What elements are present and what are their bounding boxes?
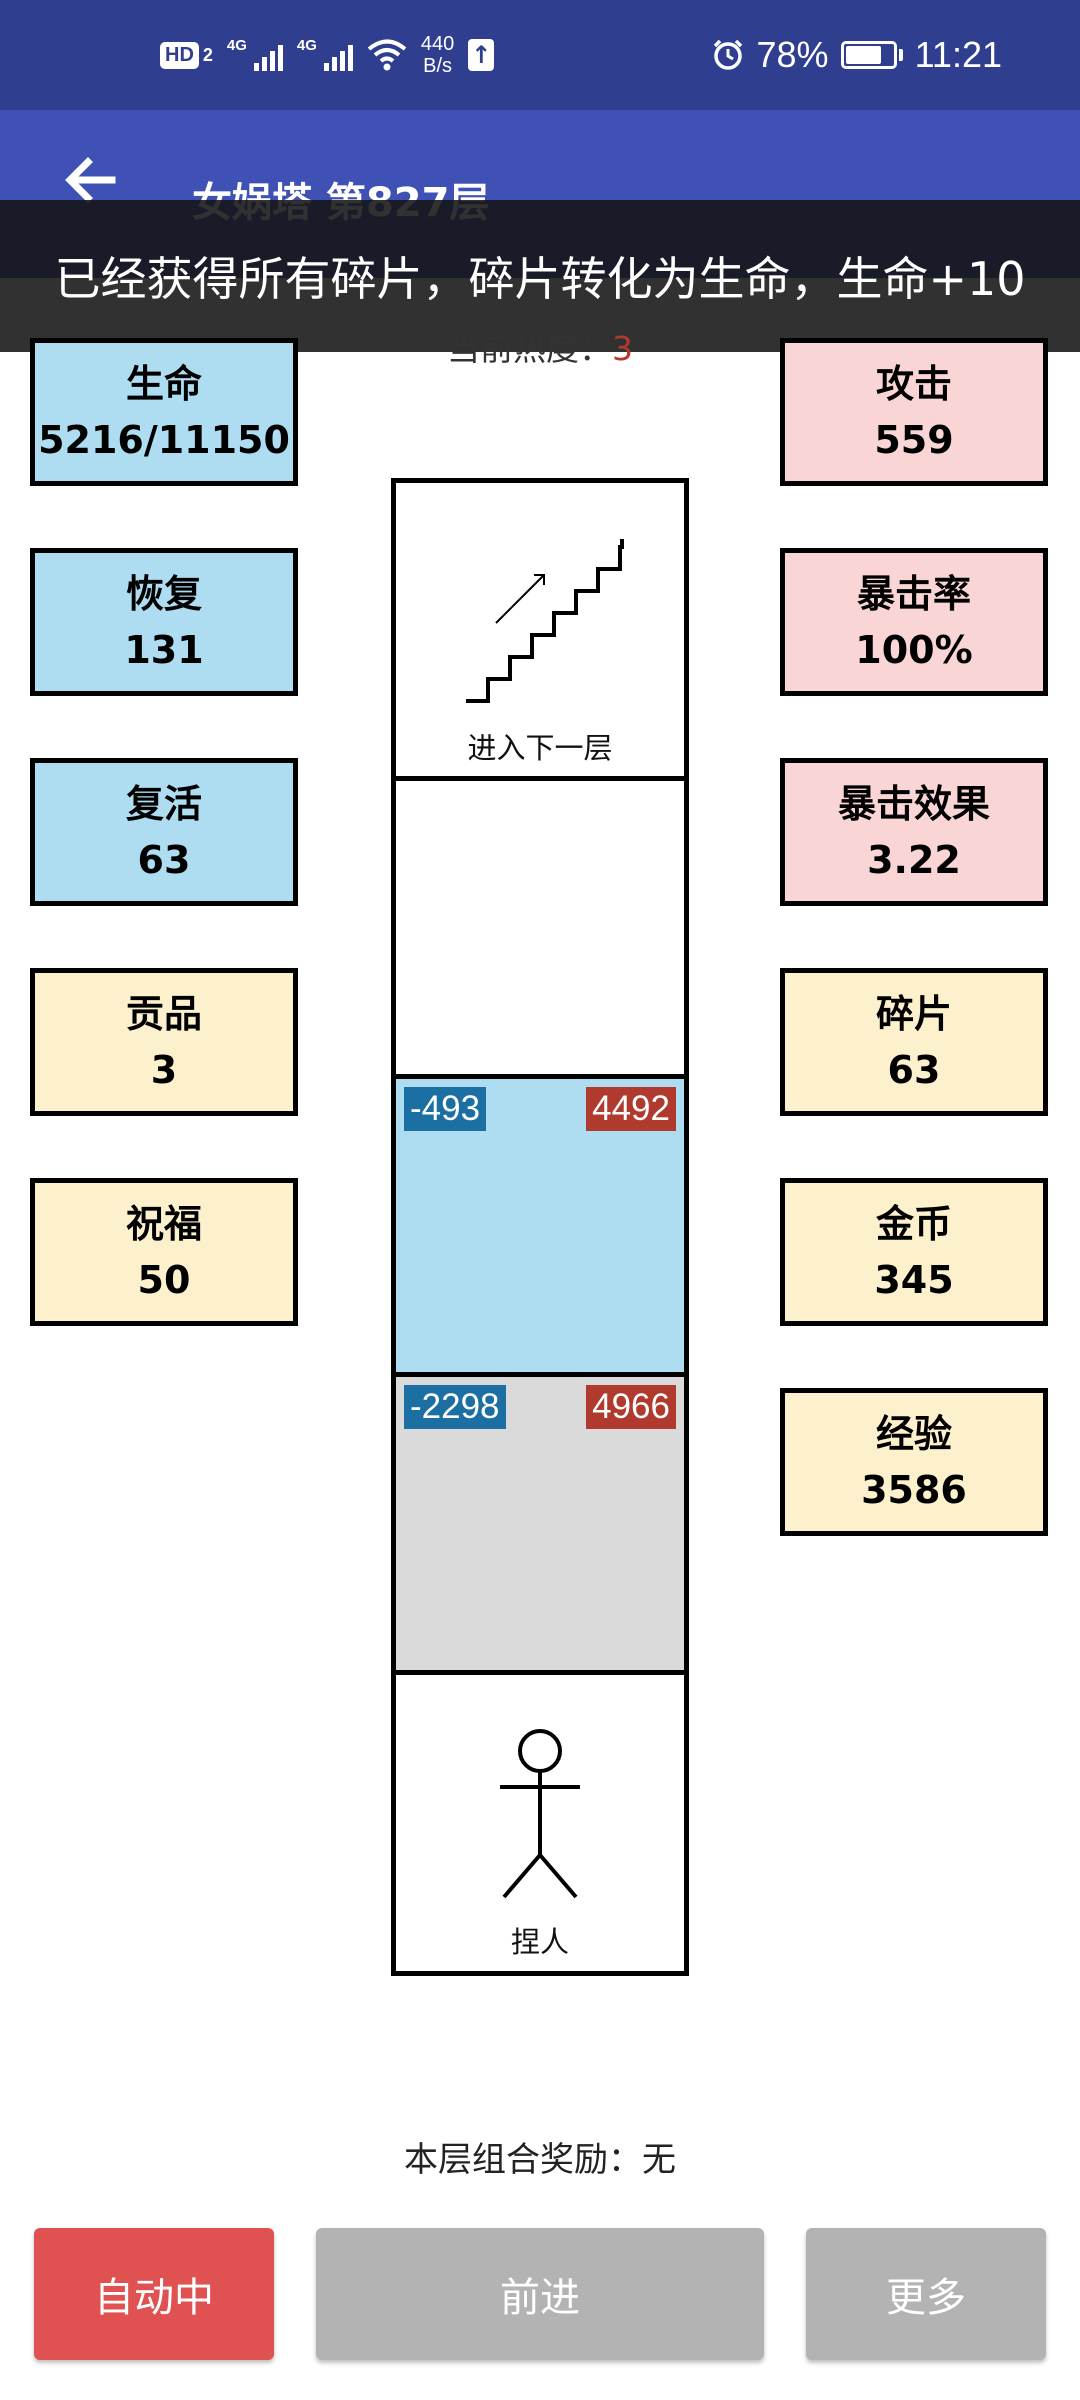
stat-label: 金币: [875, 1202, 952, 1246]
signal-icon: 4G: [227, 37, 283, 73]
stat-value: 100%: [855, 628, 973, 672]
stat-value: 345: [874, 1258, 954, 1302]
hd-icon: HD 2: [160, 41, 213, 69]
status-right-icons: 78% 11:21: [711, 30, 1002, 80]
battery-icon: [840, 41, 903, 69]
stat-crit-rate: 暴击率 100%: [780, 548, 1048, 696]
stat-label: 暴击效果: [837, 782, 990, 826]
stat-gold: 金币 345: [780, 1178, 1048, 1326]
stat-value: 131: [124, 628, 204, 672]
network-type-2: 4G: [296, 37, 317, 54]
stat-tribute: 贡品 3: [30, 968, 298, 1116]
stat-revive: 复活 63: [30, 758, 298, 906]
stat-value: 3: [150, 1048, 178, 1092]
stat-experience: 经验 3586: [780, 1388, 1048, 1536]
stat-label: 碎片: [875, 992, 952, 1036]
stat-fragments: 碎片 63: [780, 968, 1048, 1116]
stat-value: 5216/11150: [38, 418, 290, 462]
stat-label: 恢复: [125, 572, 202, 616]
signal-icon-2: 4G: [297, 37, 353, 73]
clock: 11:21: [914, 34, 1002, 75]
stat-attack: 攻击 559: [780, 338, 1048, 486]
stat-label: 攻击: [875, 362, 952, 406]
arrow-left-icon[interactable]: [60, 150, 120, 210]
stick-figure-icon: [500, 1729, 580, 1899]
enemy-health-tag: 4966: [586, 1385, 676, 1429]
tower-cell-enemy[interactable]: -2298 4966: [396, 1377, 684, 1675]
network-speed: 440 B/s: [421, 33, 454, 77]
player-label: 捏人: [510, 1925, 569, 1959]
stat-label: 贡品: [125, 992, 202, 1036]
wifi-icon: [367, 39, 407, 71]
stat-value: 3.22: [867, 838, 961, 882]
stat-value: 63: [887, 1048, 941, 1092]
status-bar: HD 2 4G 4G 440 B/s ↑ 78%: [0, 0, 1080, 110]
stat-value: 559: [874, 418, 954, 462]
more-button[interactable]: 更多: [806, 2228, 1046, 2360]
heat-label: 当前热度：: [447, 329, 612, 368]
heat-value: 3: [612, 329, 633, 368]
stat-value: 3586: [861, 1468, 967, 1512]
stat-label: 复活: [125, 782, 202, 826]
battery-percent: 78%: [756, 34, 829, 75]
stat-label: 生命: [125, 362, 202, 406]
stat-value: 50: [137, 1258, 191, 1302]
tower-cell-enemy[interactable]: -493 4492: [396, 1079, 684, 1377]
stat-life: 生命 5216/11150: [30, 338, 298, 486]
heat-indicator: 当前热度：3: [0, 322, 1080, 370]
stat-label: 暴击率: [856, 572, 971, 616]
combo-reward-text: 本层组合奖励：无: [404, 2140, 676, 2180]
stat-label: 经验: [875, 1412, 952, 1456]
stat-crit-effect: 暴击效果 3.22: [780, 758, 1048, 906]
stat-recovery: 恢复 131: [30, 548, 298, 696]
alarm-icon: [713, 39, 742, 70]
auto-button[interactable]: 自动中: [34, 2228, 274, 2360]
network-speed-unit: B/s: [423, 55, 453, 77]
network-type-1: 4G: [226, 37, 247, 54]
sim-index: 2: [202, 44, 213, 65]
tower-cell-empty: [396, 781, 684, 1079]
forward-button[interactable]: 前进: [316, 2228, 764, 2360]
upload-icon: ↑: [468, 39, 495, 71]
stat-value: 63: [137, 838, 191, 882]
status-left-icons: HD 2 4G 4G 440 B/s ↑: [160, 30, 495, 80]
tower-column: 进入下一层 -493 4492 -2298 4966 捏人: [391, 478, 689, 1976]
enemy-damage-tag: -2298: [404, 1385, 506, 1429]
stat-blessing: 祝福 50: [30, 1178, 298, 1326]
network-speed-value: 440: [420, 33, 455, 55]
tower-cell-player[interactable]: 捏人: [396, 1675, 684, 1971]
stairs-icon: [466, 539, 624, 703]
hd-label: HD: [160, 41, 199, 69]
enemy-damage-tag: -493: [404, 1087, 487, 1131]
enemy-health-tag: 4492: [586, 1087, 676, 1131]
stairs-label: 进入下一层: [467, 731, 613, 765]
stat-label: 祝福: [125, 1202, 202, 1246]
toast-message: 已经获得所有碎片，碎片转化为生命，生命+10: [0, 200, 1080, 352]
tower-cell-stairs[interactable]: 进入下一层: [396, 483, 684, 781]
